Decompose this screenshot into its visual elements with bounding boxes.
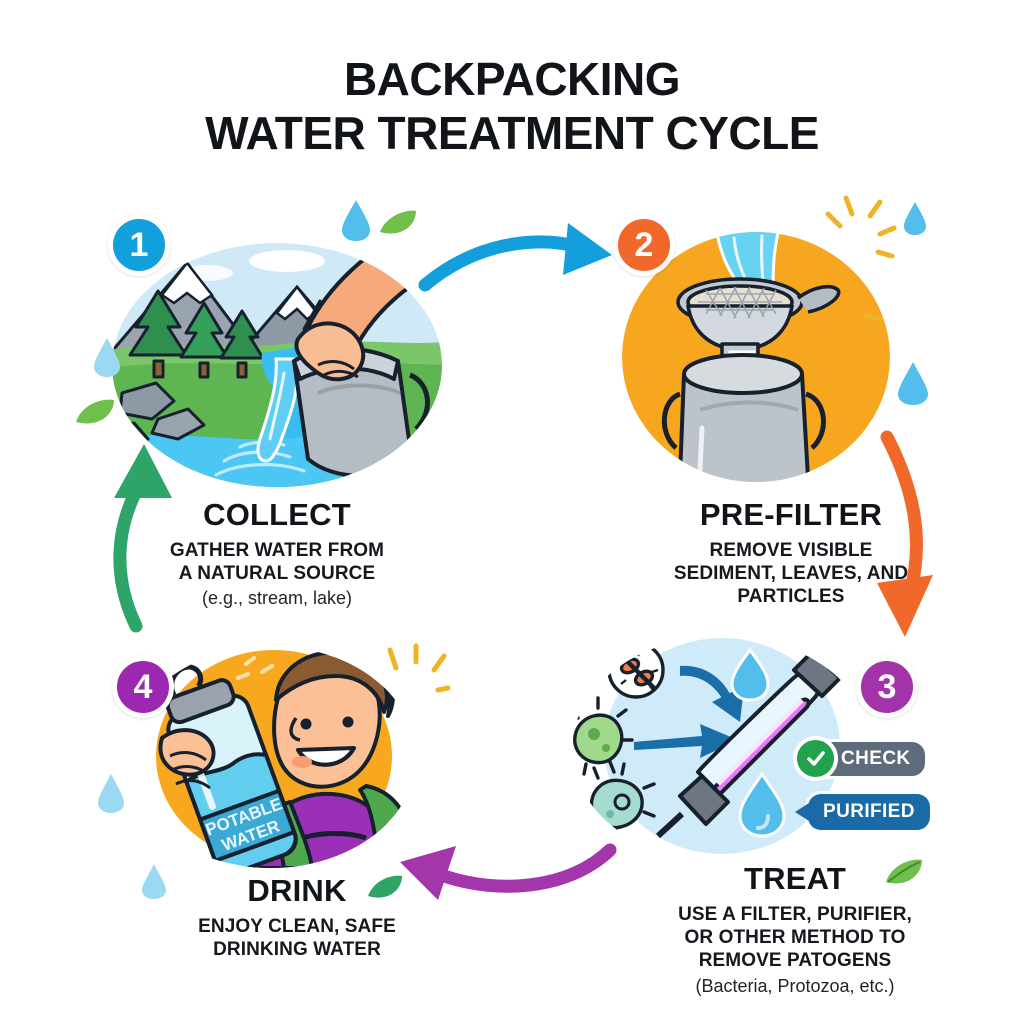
step1-sub-line1: GATHER WATER FROM [169,540,385,562]
check-badge-label: CHECK [841,748,911,769]
check-badge: CHECK [793,736,925,781]
step4-number-badge: 4 [112,656,174,718]
step4-sub-line2: DRINKING WATER [213,939,381,961]
water-drop-icon-right [898,362,928,405]
step4-illustration: POTABLE WATER [126,646,416,868]
step4-title: DRINK [247,873,347,908]
arrow-step4-to-step1 [113,444,172,633]
title-line-2: WATER TREATMENT CYCLE [205,107,819,160]
step2-illustration [622,232,890,482]
arrow-step3-to-step4 [400,843,617,900]
step3-sub-line1: USE A FILTER, PURIFIER, [678,904,912,926]
water-drop-icon-top-left [342,200,370,241]
step1-note: (e.g., stream, lake) [201,588,353,609]
purified-badge: PURIFIED [795,794,930,830]
leaf-icon-bottom-left [368,875,402,898]
water-drop-icon-bottom-left-2 [142,864,166,899]
step1-illustration [112,243,442,488]
arrow-step1-to-step2 [418,223,612,292]
step1-title: COLLECT [203,497,351,532]
step2-sub-line2: SEDIMENT, LEAVES, AND [673,563,909,585]
step3-note: (Bacteria, Protozoa, etc.) [695,975,895,996]
step3-illustration [572,636,872,862]
step1-number: 1 [129,226,149,264]
step3-sub-line2: OR OTHER METHOD TO [684,927,906,949]
step4-caption: DRINK ENJOY CLEAN, SAFE DRINKING WATER [134,873,460,961]
step3-number: 3 [877,668,897,706]
checkmark-icon [793,736,838,781]
step3-caption: TREAT USE A FILTER, PURIFIER, OR OTHER M… [600,861,990,997]
water-drop-icon-left [94,338,120,377]
step1-sub-line2: A NATURAL SOURCE [178,563,376,585]
page-title: BACKPACKING WATER TREATMENT CYCLE [0,52,1024,161]
step2-caption: PRE-FILTER REMOVE VISIBLE SEDIMENT, LEAV… [626,497,956,609]
leaf-icon-top-left [380,210,416,234]
step3-title: TREAT [743,861,847,896]
water-drop-icon-bottom-left [98,774,124,813]
leaf-icon-step3 [886,859,922,884]
step1-number-badge: 1 [108,214,170,276]
sparkle-icon-step4 [387,643,451,693]
arrow-step2-to-step3 [877,430,933,637]
sparkle-icon-step2 [825,195,897,259]
step3-sub-line3: REMOVE PATOGENS [698,950,892,972]
step4-sub-line1: ENJOY CLEAN, SAFE [198,916,396,938]
step1-caption: COLLECT GATHER WATER FROM A NATURAL SOUR… [116,497,438,610]
step2-number: 2 [634,226,654,264]
step2-sub-line1: REMOVE VISIBLE [709,540,873,562]
step2-number-badge: 2 [613,214,675,276]
water-drop-icon-step2 [904,202,926,235]
purified-badge-label: PURIFIED [823,801,915,822]
leaf-icon-left [76,399,114,424]
step4-number: 4 [133,668,153,706]
title-line-1: BACKPACKING [343,53,681,105]
step3-number-badge: 3 [856,656,918,718]
step2-sub-line3: PARTICLES [737,586,845,608]
step2-title: PRE-FILTER [699,497,883,532]
